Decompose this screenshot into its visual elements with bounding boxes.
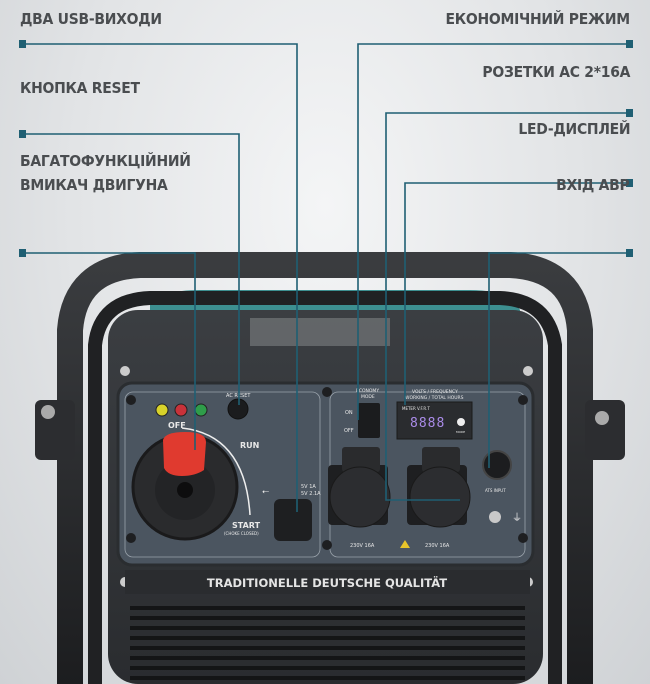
callout-sockets: РОЗЕТКИ АС 2*16А: [482, 63, 630, 81]
ground-icon: ⏚: [512, 512, 522, 524]
dial-start-label: START: [232, 521, 261, 530]
callout-usb: ДВА USB-ВИХОДИ: [20, 10, 162, 28]
tube-frame: [57, 252, 593, 684]
switch-off-label: OFF: [344, 428, 354, 434]
warning-icon: [400, 540, 410, 548]
output-light: [194, 403, 208, 417]
callout-economy: ЕКОНОМІЧНИЙ РЕЖИМ: [445, 10, 631, 28]
usb-icon: ⭠: [262, 487, 269, 497]
inner-frame: [88, 291, 562, 684]
ac-socket-left[interactable]: [328, 447, 391, 528]
meter-header: VOLTS / FREQUENCY: [412, 389, 458, 395]
usb-rating: 5V 2.1A: [301, 491, 321, 497]
ac-socket-right[interactable]: [407, 447, 471, 528]
mode-label: MODE: [456, 430, 465, 434]
callout-led: LED-ДИСПЛЕЙ: [518, 120, 630, 138]
callout-ats: ВХІД АВР: [556, 176, 631, 194]
oil-warning-light: [155, 403, 169, 417]
vent-grille: [130, 606, 525, 680]
frame-bracket-left: [35, 400, 75, 460]
callout-engine-switch-line1: БАГАТОФУНКЦІЙНИЙ: [20, 152, 191, 170]
dial-run-label: RUN: [240, 441, 259, 450]
bolt: [41, 405, 55, 419]
bolt: [595, 411, 609, 425]
engine-switch-knob[interactable]: [131, 432, 239, 541]
dial-off-label: OFF: [168, 421, 186, 430]
reset-button[interactable]: [227, 398, 249, 420]
mode-button[interactable]: [457, 418, 465, 426]
ground-terminal: [489, 511, 501, 523]
meter-label: METER V.F.R.T: [402, 406, 430, 411]
overload-light: [174, 403, 188, 417]
spec-sticker: [250, 318, 390, 346]
ats-input-port[interactable]: [482, 450, 512, 480]
callout-markers: [19, 40, 633, 257]
ats-input-label: ATS INPUT: [485, 488, 506, 493]
switch-on-label: ON: [345, 410, 353, 416]
socket-rating: 230V 16A: [425, 543, 450, 549]
callout-reset: КНОПКА RESET: [20, 79, 140, 97]
callout-lines: [22, 43, 630, 512]
economy-label: MODE: [361, 394, 375, 400]
tagline: TRADITIONELLE DEUTSCHE QUALITÄT: [207, 575, 447, 590]
usb-rating: 5V 1A: [301, 484, 316, 490]
callout-engine-switch-line2: ВМИКАЧ ДВИГУНА: [20, 176, 168, 194]
frame-bracket-right: [585, 400, 625, 460]
meter-header: WORKING / TOTAL HOURS: [405, 395, 464, 401]
tagline-bar: [125, 570, 530, 594]
usb-port-cover[interactable]: [274, 499, 312, 541]
choke-label: (CHOKE CLOSED): [224, 531, 259, 536]
display-digits: 8888: [410, 416, 445, 431]
knob-red-grip: [163, 432, 206, 476]
economy-switch[interactable]: [358, 403, 380, 438]
socket-rating: 230V 16A: [350, 543, 375, 549]
economy-label: ECONOMY: [356, 388, 379, 394]
